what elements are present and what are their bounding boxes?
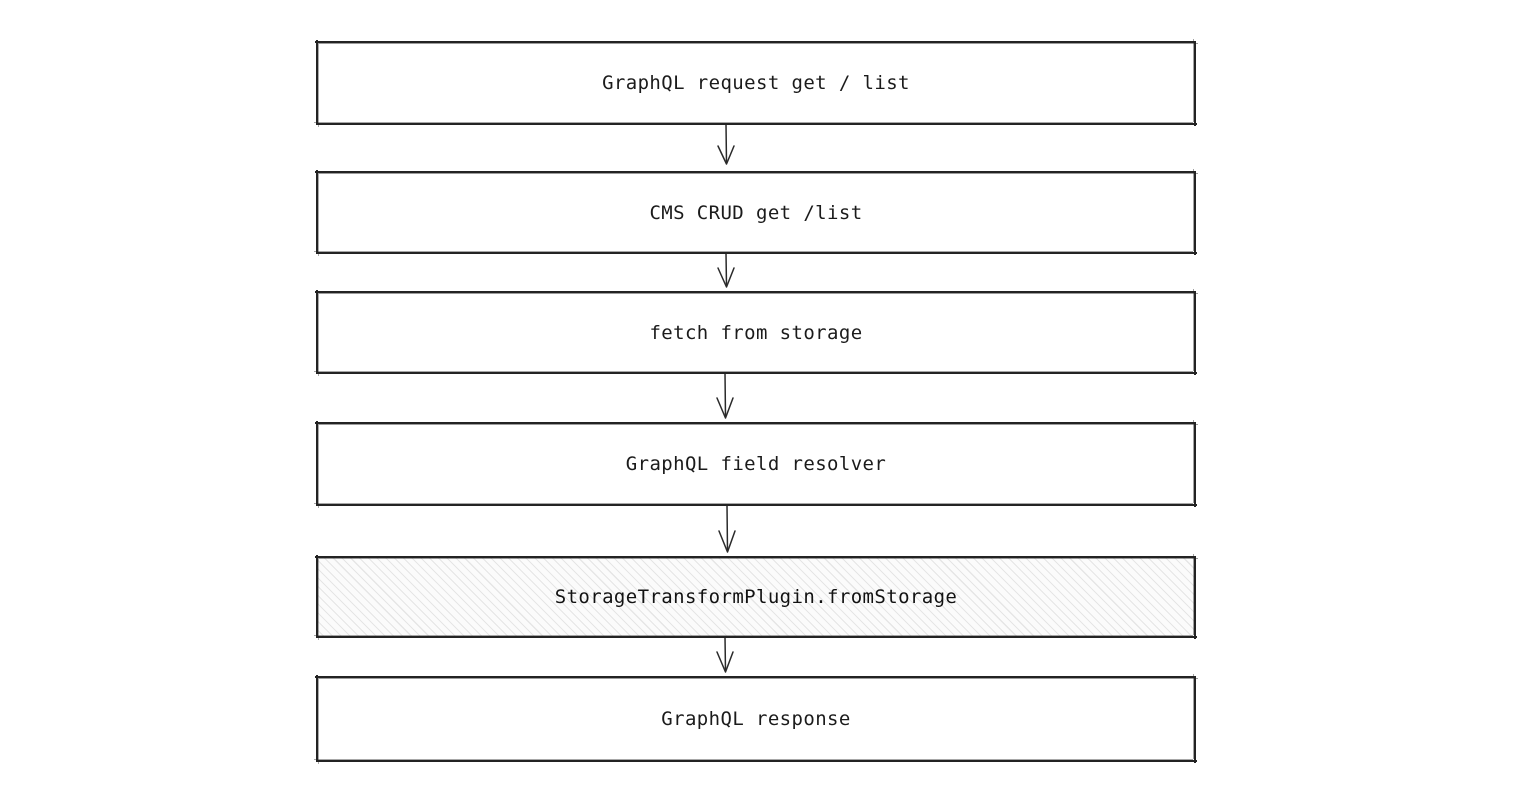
flow-node-label: GraphQL request get / list xyxy=(602,72,910,94)
flow-node-storage-transform-plugin[interactable]: StorageTransformPlugin.fromStorage xyxy=(314,554,1198,640)
flow-node-label: fetch from storage xyxy=(649,321,863,344)
flow-node-fetch-from-storage[interactable]: fetch from storage xyxy=(314,289,1198,376)
flow-node-label: StorageTransformPlugin.fromStorage xyxy=(554,586,958,608)
flow-node-graphql-field-resolver[interactable]: GraphQL field resolver xyxy=(314,420,1198,508)
flow-node-graphql-request[interactable]: GraphQL request get / list xyxy=(314,39,1198,127)
arrow-cms-crud-to-fetch-from-storage xyxy=(717,252,735,288)
arrow-graphql-field-resolver-to-storage-transform-plugin xyxy=(718,504,736,553)
arrow-graphql-request-to-cms-crud xyxy=(717,123,735,165)
flow-node-cms-crud[interactable]: CMS CRUD get /list xyxy=(314,169,1198,256)
flow-node-graphql-response[interactable]: GraphQL response xyxy=(314,674,1198,764)
arrow-storage-transform-plugin-to-graphql-response xyxy=(716,636,734,673)
flow-node-label: GraphQL field resolver xyxy=(625,453,887,475)
flow-node-label: GraphQL response xyxy=(661,708,851,730)
flow-node-label: CMS CRUD get /list xyxy=(649,201,863,224)
arrow-fetch-from-storage-to-graphql-field-resolver xyxy=(716,372,734,419)
